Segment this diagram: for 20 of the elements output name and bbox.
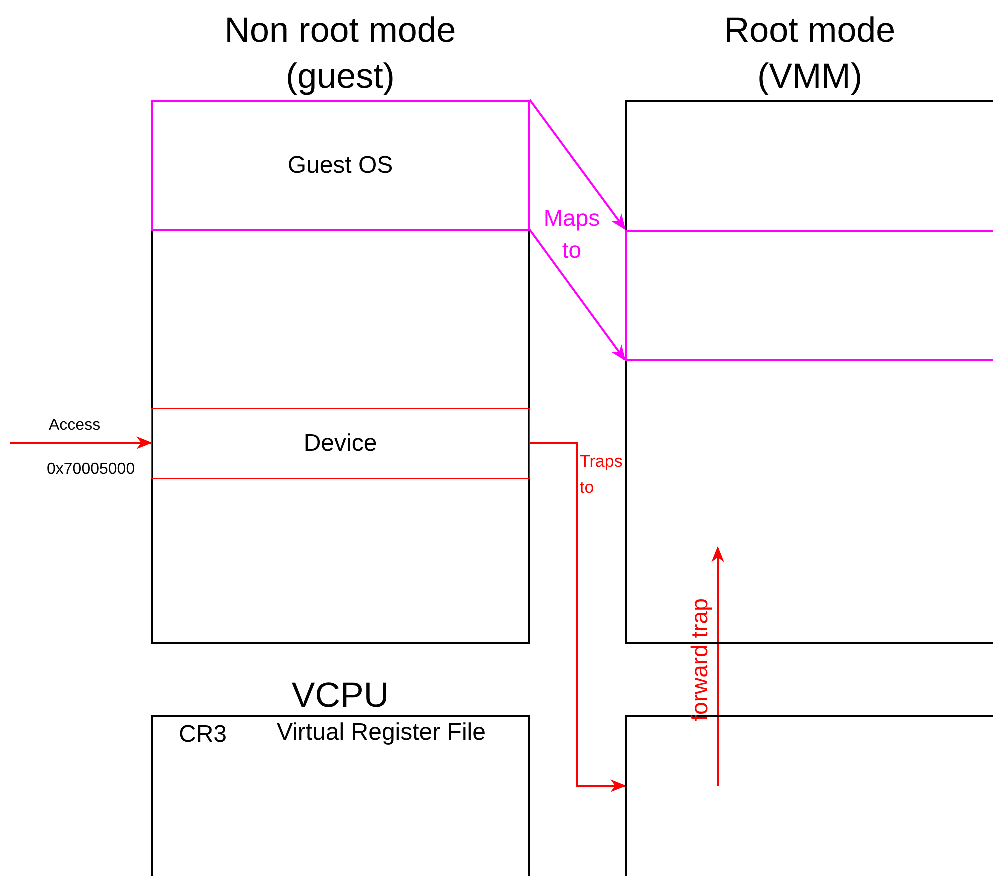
box-heading: VCPU: [290, 675, 390, 717]
region-label: Guest OS: [286, 152, 394, 180]
arrow: [10, 436, 153, 450]
register-label: CR3: [179, 721, 228, 749]
arrow: [712, 546, 724, 786]
column-heading: Root mode (VMM): [723, 10, 897, 98]
register-file-label: Virtual Register File: [277, 719, 486, 747]
arrow: [529, 229, 626, 362]
memory-region: [625, 230, 993, 361]
column-heading: Non root mode (guest): [224, 10, 458, 98]
address-label: 0x70005000: [47, 461, 136, 479]
arrow: [529, 99, 626, 230]
memory-region: [151, 100, 530, 231]
region-label: Device: [302, 430, 378, 458]
edge-label: Maps to: [542, 204, 602, 265]
edge-label: Access: [49, 417, 101, 435]
memory-region: [151, 408, 530, 479]
edge-label: Traps to: [580, 451, 622, 499]
edge-label: forward trap: [686, 598, 714, 722]
arrow: [530, 442, 627, 792]
